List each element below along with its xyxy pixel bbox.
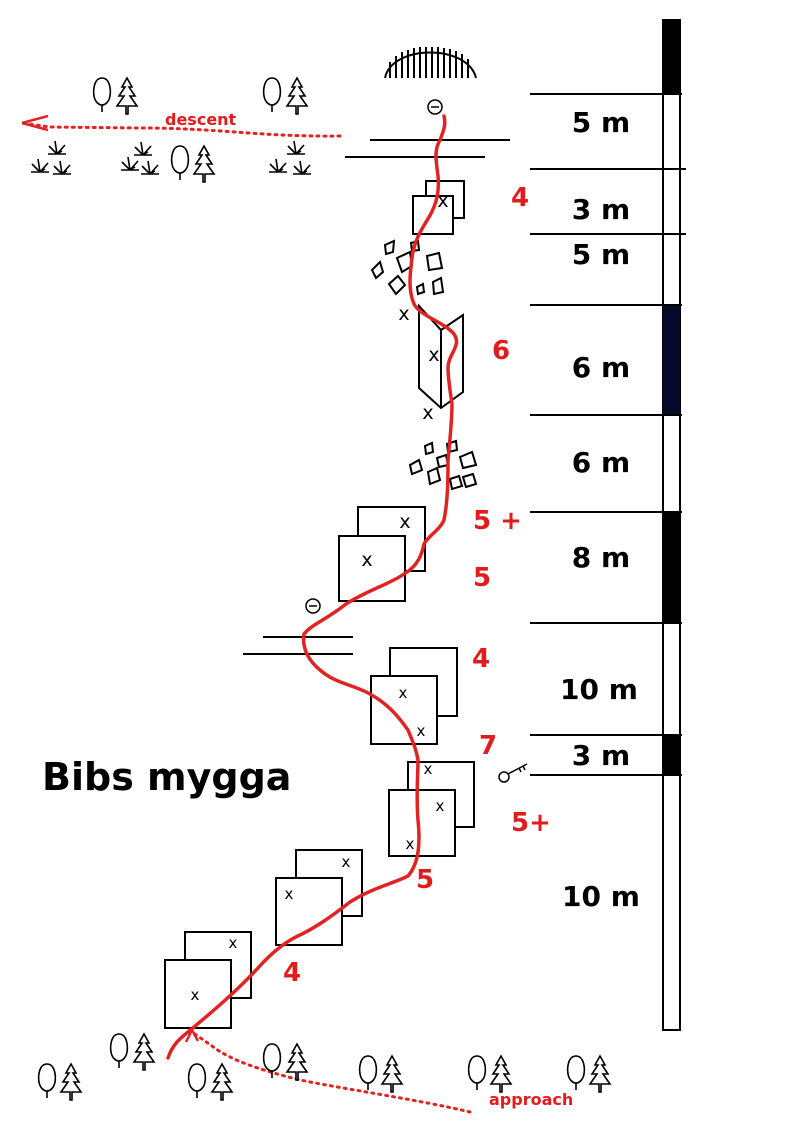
rock-block: x x bbox=[338, 506, 426, 602]
grade-label: 7 bbox=[479, 731, 497, 761]
tree-icon bbox=[92, 77, 112, 113]
boulder-icon bbox=[370, 239, 445, 296]
rock-block: x x bbox=[275, 849, 363, 946]
grass-icon bbox=[292, 160, 312, 175]
grade-label: 6 bbox=[492, 336, 510, 366]
grade-label: 5+ bbox=[511, 808, 551, 838]
tree-icon bbox=[490, 1055, 512, 1093]
bolt-icon bbox=[305, 598, 321, 614]
section-length: 10 m bbox=[560, 673, 638, 706]
grass-icon bbox=[30, 158, 50, 173]
tree-icon bbox=[566, 1055, 586, 1091]
tree-icon bbox=[170, 145, 190, 181]
bolt-icon bbox=[427, 99, 443, 115]
route-title: Bibs mygga bbox=[42, 755, 291, 799]
rock-block: x x x bbox=[388, 760, 475, 857]
climbing-route-line bbox=[166, 114, 459, 1060]
grass-icon bbox=[120, 156, 140, 171]
section-dividers bbox=[530, 93, 686, 776]
tree-icon bbox=[589, 1055, 611, 1093]
tree-icon bbox=[193, 145, 215, 183]
section-length: 6 m bbox=[572, 446, 630, 479]
section-length: 3 m bbox=[572, 193, 630, 226]
bolt-mark: x bbox=[424, 760, 433, 778]
bolt-mark: x bbox=[399, 684, 408, 702]
tree-icon bbox=[211, 1063, 233, 1101]
descent-label: descent bbox=[165, 110, 237, 129]
grade-label: 5 bbox=[416, 865, 434, 895]
bolt-mark: x bbox=[399, 511, 410, 533]
section-length: 8 m bbox=[572, 541, 630, 574]
tree-icon bbox=[286, 1043, 308, 1081]
tree-icon bbox=[187, 1063, 207, 1099]
descent-arrow-icon bbox=[21, 114, 49, 132]
scale-band bbox=[663, 305, 680, 415]
grass-icon bbox=[52, 160, 72, 175]
tree-icon bbox=[116, 77, 138, 115]
grade-label: 4 bbox=[472, 644, 490, 674]
bolt-mark: x bbox=[406, 835, 415, 853]
descent-path bbox=[20, 121, 342, 138]
bolt-mark: x bbox=[342, 853, 351, 871]
approach-path bbox=[190, 1030, 472, 1114]
boulder-icon bbox=[408, 439, 478, 491]
bolt-mark: x bbox=[191, 986, 200, 1004]
scale-band bbox=[663, 735, 680, 775]
bolt-mark: x bbox=[417, 722, 426, 740]
key-icon bbox=[498, 763, 528, 783]
bolt-mark: x bbox=[285, 885, 294, 903]
section-length: 3 m bbox=[572, 739, 630, 772]
pitch-grades: 4 6 5 + 5 4 7 5+ 5 4 bbox=[283, 183, 551, 988]
bolt-mark: x bbox=[428, 344, 439, 366]
grade-label: 4 bbox=[283, 958, 301, 988]
section-lengths: 5 m 3 m 5 m 6 m 6 m 8 m 10 m 3 m 10 m bbox=[560, 106, 640, 913]
rock-block: x x bbox=[164, 931, 252, 1029]
tree-icon bbox=[109, 1033, 129, 1069]
ledge-icon bbox=[243, 636, 353, 655]
section-length: 5 m bbox=[572, 106, 630, 139]
grass-icon bbox=[47, 140, 67, 155]
length-scale-bar bbox=[662, 19, 681, 1031]
grass-icon bbox=[140, 160, 160, 175]
top-vegetation bbox=[30, 77, 312, 183]
anchor-icon bbox=[384, 47, 477, 79]
rock-block: x x bbox=[370, 647, 458, 745]
bolt-mark: x bbox=[436, 797, 445, 815]
tree-icon bbox=[358, 1055, 378, 1091]
grade-label: 5 bbox=[473, 563, 491, 593]
approach-arrow-icon bbox=[184, 1029, 200, 1043]
section-length: 6 m bbox=[572, 351, 630, 384]
tree-icon bbox=[133, 1033, 155, 1071]
tree-icon bbox=[37, 1063, 57, 1099]
tree-icon bbox=[262, 77, 282, 113]
corner-icon bbox=[418, 303, 464, 410]
section-length: 5 m bbox=[572, 238, 630, 271]
grade-label: 4 bbox=[511, 183, 529, 213]
scale-band bbox=[663, 20, 680, 94]
approach-label: approach bbox=[489, 1090, 573, 1109]
grass-icon bbox=[268, 158, 288, 173]
tree-icon bbox=[60, 1063, 82, 1101]
tree-icon bbox=[467, 1055, 487, 1091]
bolt-mark: x bbox=[229, 934, 238, 952]
section-length: 10 m bbox=[562, 880, 640, 913]
ledge-icon bbox=[345, 139, 510, 158]
grade-label: 5 + bbox=[473, 506, 522, 536]
tree-icon bbox=[381, 1055, 403, 1093]
grass-icon bbox=[133, 141, 153, 156]
bolt-mark: x bbox=[422, 402, 433, 424]
tree-icon bbox=[286, 77, 308, 115]
bolt-mark: x bbox=[437, 190, 448, 212]
bolt-mark: x bbox=[398, 303, 409, 325]
grass-icon bbox=[286, 140, 306, 155]
scale-band bbox=[663, 512, 680, 623]
bolt-mark: x bbox=[361, 549, 372, 571]
